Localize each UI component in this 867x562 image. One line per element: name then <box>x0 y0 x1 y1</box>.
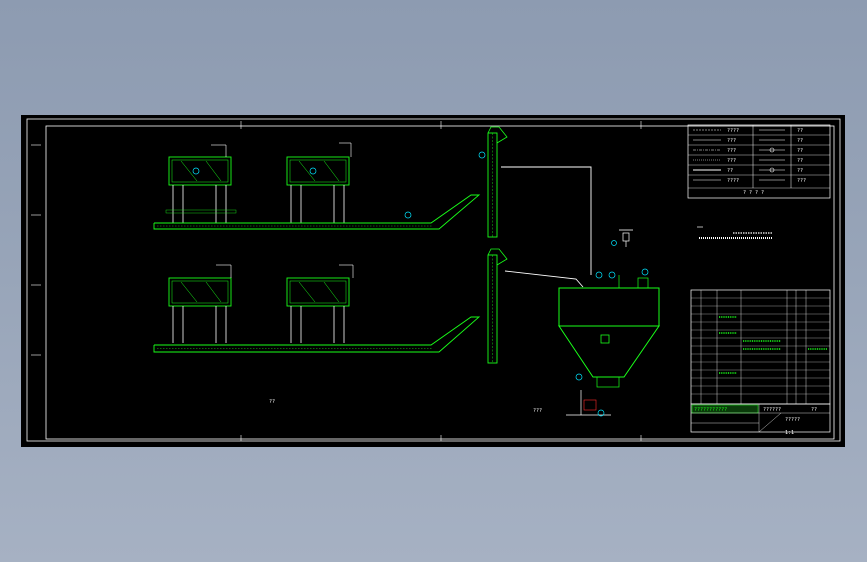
title-drawing: ?????? <box>763 407 781 413</box>
legend-footer: ? ? ? ? <box>743 190 764 196</box>
frame-ticks <box>31 121 642 441</box>
title-drawing-number: ????? <box>785 417 800 423</box>
legend-row-4-right: ?? <box>797 158 803 164</box>
silo-hopper[interactable] <box>558 268 660 417</box>
legend-row-6-right: ??? <box>797 178 806 184</box>
small-label: ??? <box>533 408 542 414</box>
upper-screw-conveyor[interactable] <box>153 194 481 230</box>
legend-row-2-right: ?? <box>797 138 803 144</box>
lower-bucket-elevator[interactable] <box>487 248 508 364</box>
lower-unit-2[interactable] <box>286 264 354 343</box>
title-project: ??????????? <box>694 407 727 413</box>
inner-frame <box>45 125 835 440</box>
lower-unit-1[interactable] <box>168 264 232 343</box>
legend-row-5-right: ?? <box>797 168 803 174</box>
drawing-note: ?? <box>269 399 275 405</box>
legend-row-1-left: ???? <box>727 128 739 134</box>
legend-row-3-left: ??? <box>727 148 736 154</box>
valve-symbol <box>611 229 633 247</box>
title-block: ??????????? ?????? ?? ????? 1:1 <box>690 403 831 436</box>
cad-drawing: ???? ?? ??? ?? ??? ?? ??? ?? ?? ?? ??? ? … <box>26 118 841 442</box>
transfer-pipes <box>501 166 592 288</box>
parts-list <box>690 289 831 405</box>
legend-row-2-left: ??? <box>727 138 736 144</box>
outer-frame <box>26 118 841 442</box>
lower-screw-conveyor[interactable] <box>153 316 481 353</box>
legend-text: ???? ?? ??? ?? ??? ?? ??? ?? ?? ?? ??? ? … <box>727 128 806 196</box>
legend-row-3-right: ?? <box>797 148 803 154</box>
title-revision: ?? <box>811 407 817 413</box>
legend-row-4-left: ??? <box>727 158 736 164</box>
notes-area <box>697 226 773 239</box>
title-scale: 1:1 <box>785 430 794 436</box>
legend-row-1-right: ?? <box>797 128 803 134</box>
upper-unit-2[interactable] <box>286 142 352 223</box>
legend-row-5-left: ?? <box>727 168 733 174</box>
upper-bucket-elevator[interactable] <box>478 126 508 238</box>
upper-unit-1[interactable] <box>165 144 237 223</box>
legend-table <box>687 124 831 199</box>
legend-row-6-left: ???? <box>727 178 739 184</box>
cad-drawing-viewport[interactable]: ???? ?? ??? ?? ??? ?? ??? ?? ?? ?? ??? ? … <box>21 115 845 447</box>
